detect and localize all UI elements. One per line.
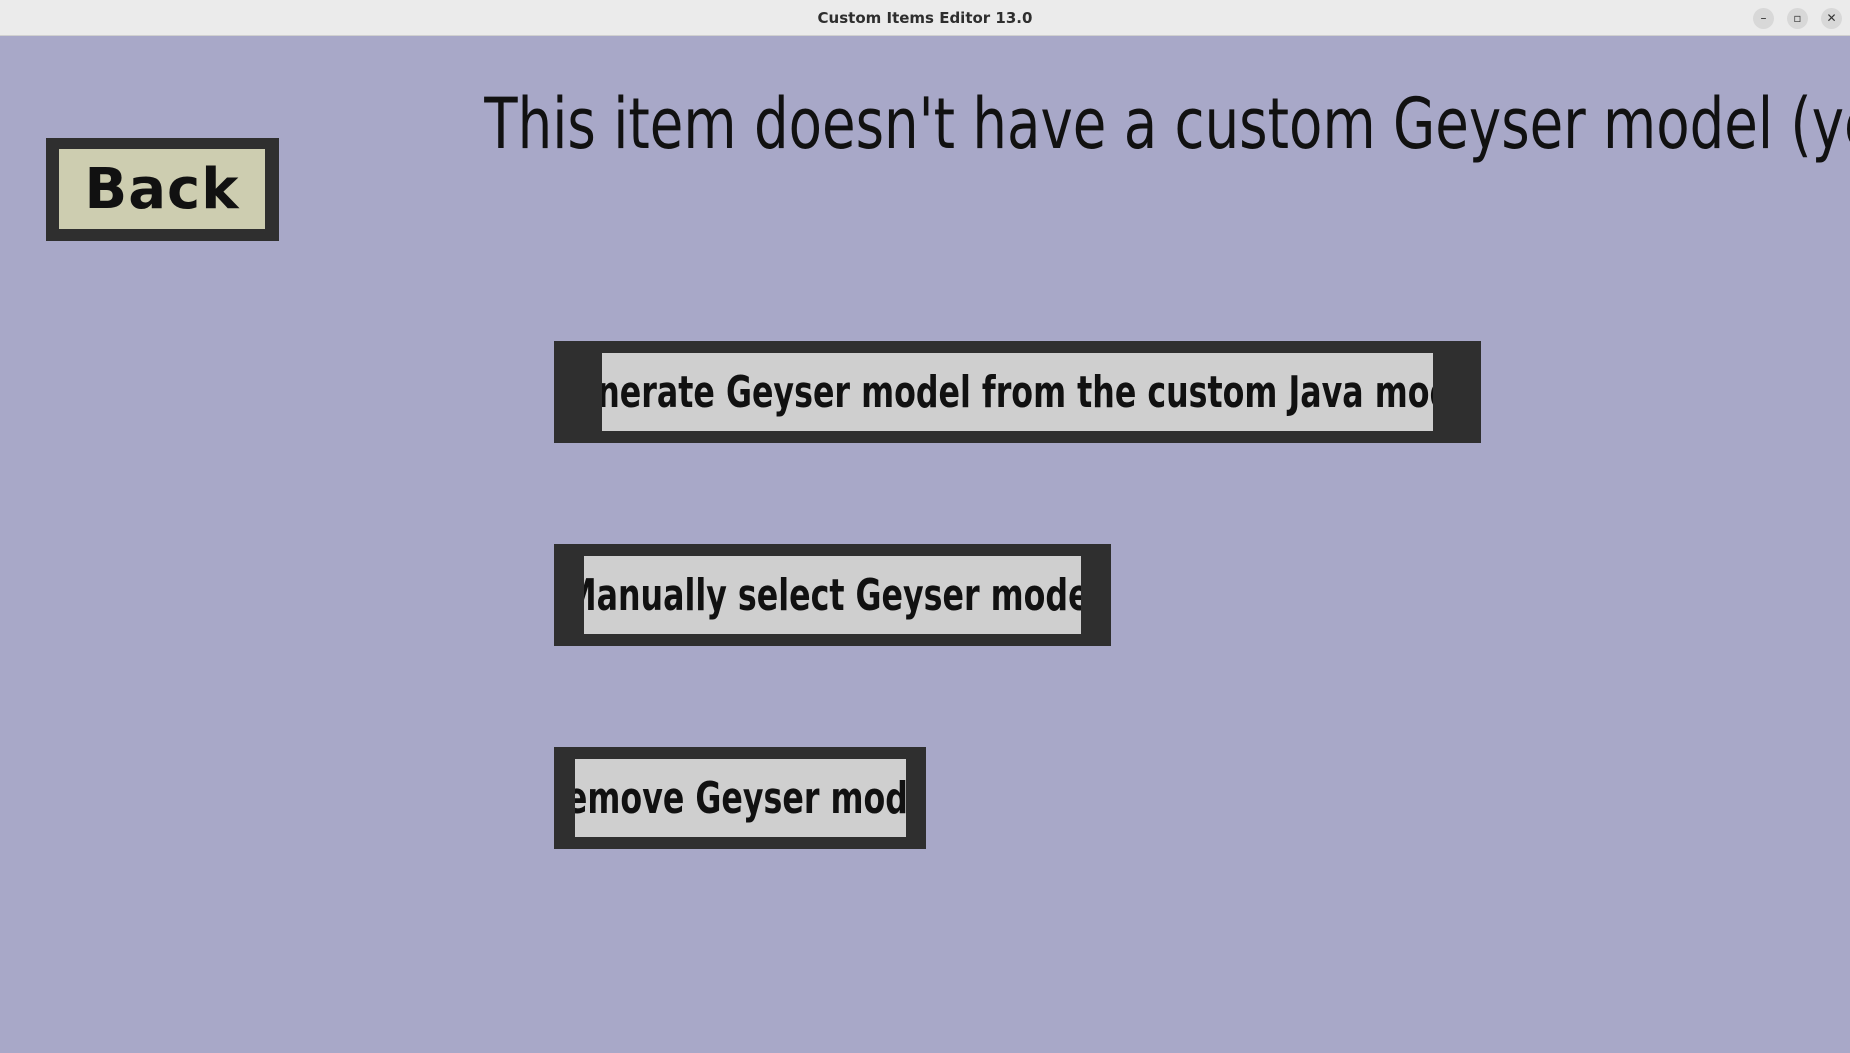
generate-geyser-model-button[interactable]: Generate Geyser model from the custom Ja…	[554, 341, 1481, 443]
window-title: Custom Items Editor 13.0	[817, 9, 1033, 27]
page-title: This item doesn't have a custom Geyser m…	[484, 83, 1850, 165]
main-panel: This item doesn't have a custom Geyser m…	[0, 36, 1850, 1053]
window-titlebar: Custom Items Editor 13.0 – ▫ ✕	[0, 0, 1850, 36]
back-button[interactable]: Back	[46, 138, 279, 241]
remove-geyser-model-button[interactable]: Remove Geyser model	[554, 747, 926, 849]
generate-button-label: Generate Geyser model from the custom Ja…	[602, 366, 1433, 418]
manual-button-face: Manually select Geyser model	[584, 556, 1081, 634]
remove-button-face: Remove Geyser model	[575, 759, 906, 837]
generate-button-face: Generate Geyser model from the custom Ja…	[602, 353, 1433, 431]
back-button-label: Back	[59, 149, 265, 229]
manual-button-label: Manually select Geyser model	[584, 569, 1081, 621]
close-icon[interactable]: ✕	[1821, 8, 1842, 29]
manually-select-geyser-model-button[interactable]: Manually select Geyser model	[554, 544, 1111, 646]
maximize-icon[interactable]: ▫	[1787, 8, 1808, 29]
minimize-icon[interactable]: –	[1753, 8, 1774, 29]
remove-button-label: Remove Geyser model	[575, 772, 906, 824]
